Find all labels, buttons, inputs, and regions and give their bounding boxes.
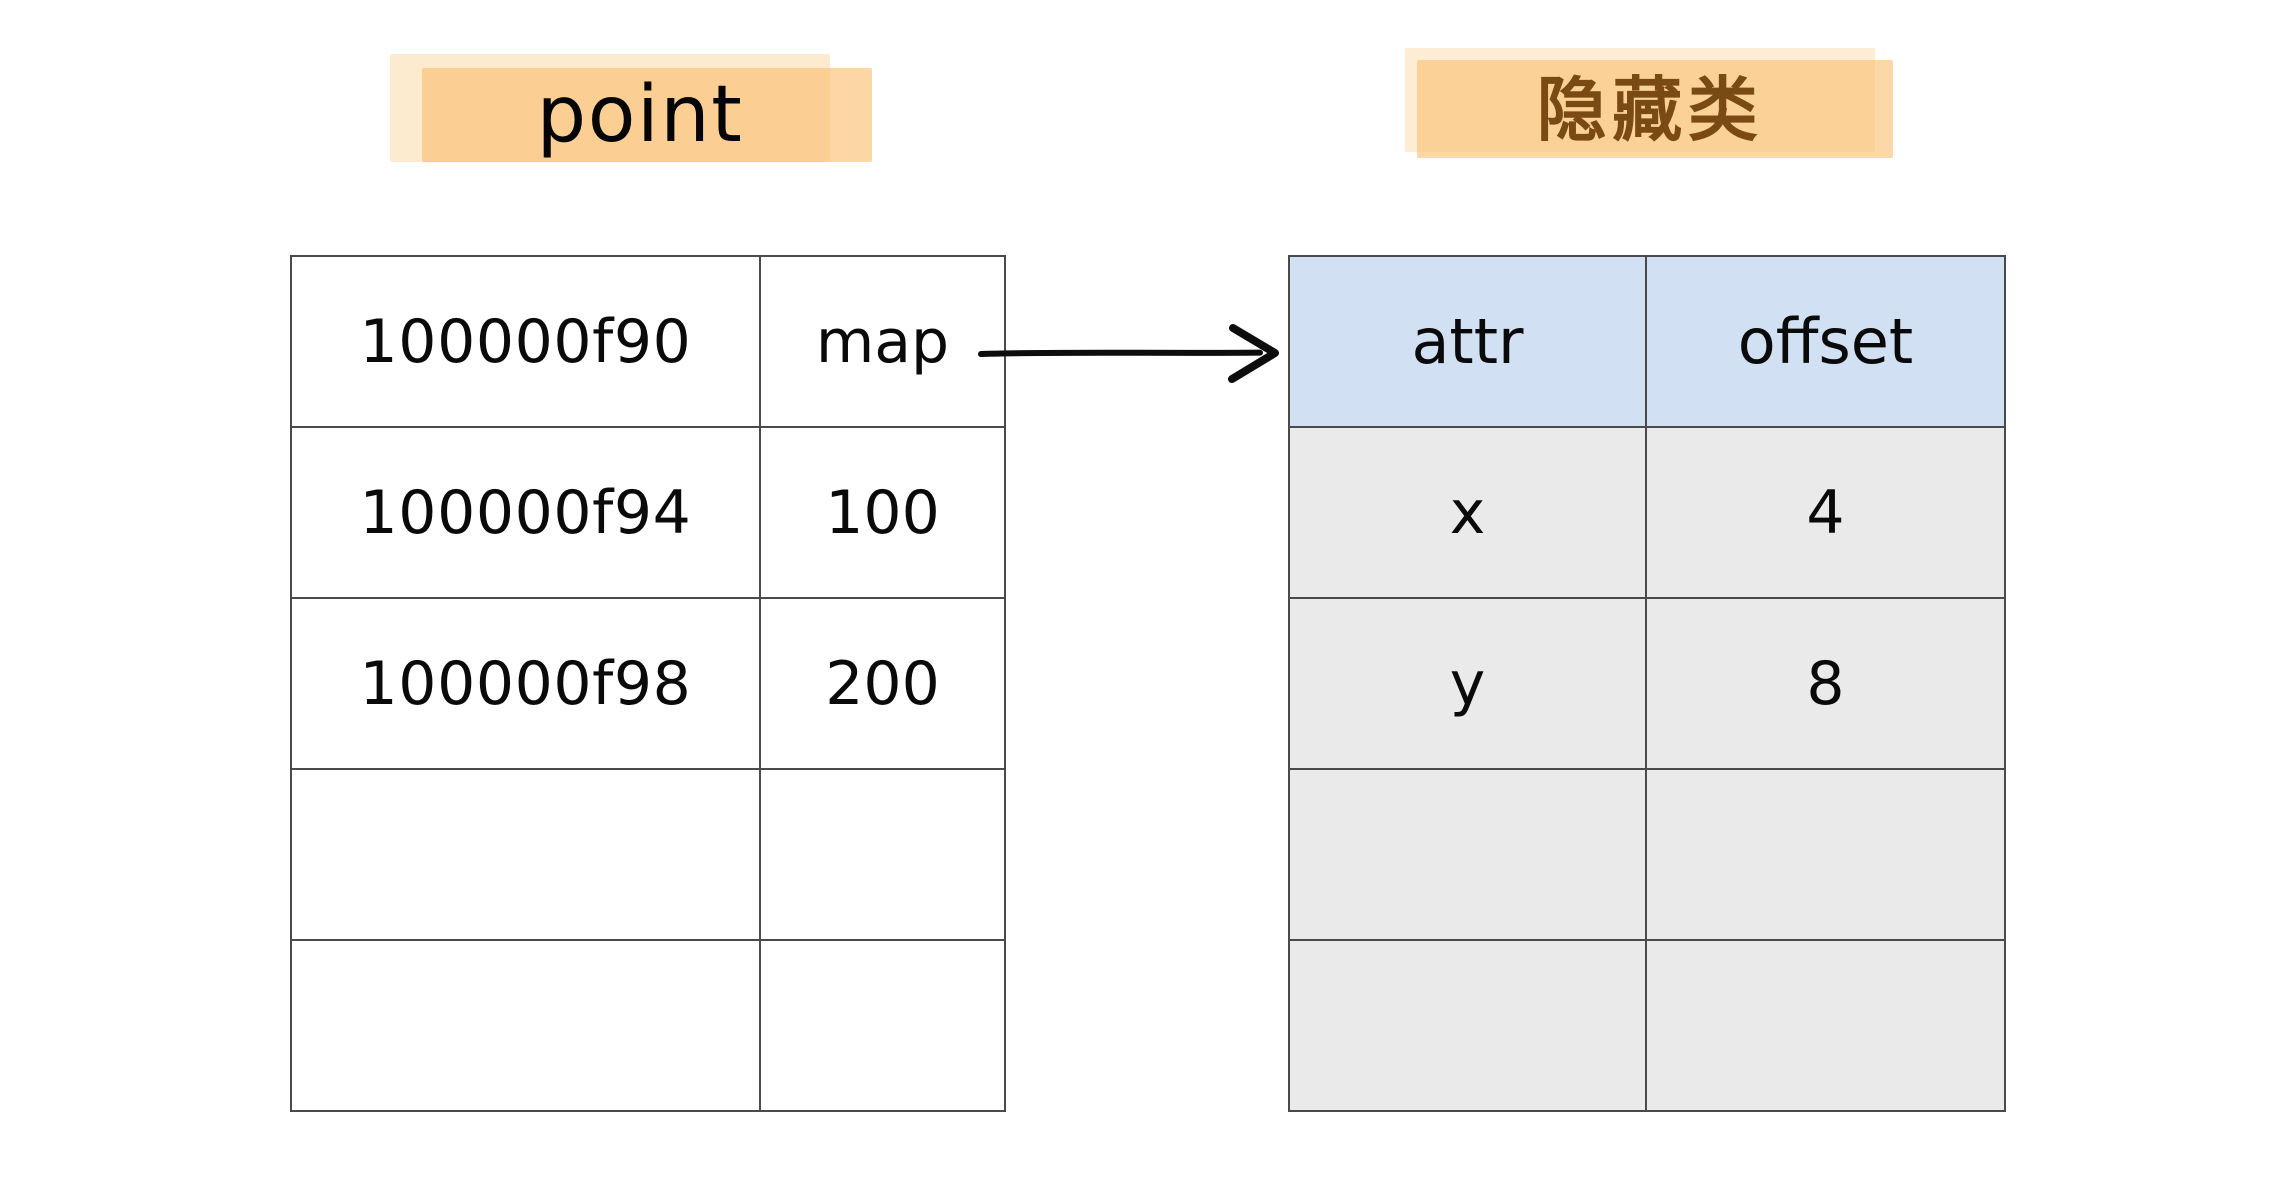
hidden-class-offset-cell [1645,768,2006,941]
hidden-class-attr-cell [1288,768,1647,941]
hidden-class-attr-cell: y [1288,597,1647,770]
hidden-class-label-group: 隐藏类 [1395,30,1915,190]
table-row: 100000f98 200 [290,597,1006,770]
hidden-class-table: attr offset x 4 y 8 [1288,255,2006,1112]
point-memory-table: 100000f90 map 100000f94 100 100000f98 20… [290,255,1006,1112]
hidden-class-offset-cell: 4 [1645,426,2006,599]
point-label-text: point [536,70,744,160]
point-address-cell [290,939,761,1112]
table-row: x 4 [1288,426,2006,599]
table-row [1288,939,2006,1112]
hidden-class-attr-cell: x [1288,426,1647,599]
point-address-cell: 100000f90 [290,255,761,428]
table-row: 100000f90 map [290,255,1006,428]
hidden-class-attr-cell [1288,939,1647,1112]
hidden-class-label-text: 隐藏类 [1536,69,1764,151]
point-address-cell: 100000f98 [290,597,761,770]
highlight-marker-front [1417,60,1893,158]
map-pointer-arrow-icon [978,324,1279,383]
point-value-cell [759,939,1006,1112]
table-row: 100000f94 100 [290,426,1006,599]
point-value-cell: map [759,255,1006,428]
point-label-group: point [390,40,910,200]
table-row [1288,768,2006,941]
table-row [290,939,1006,1112]
table-header-row: attr offset [1288,255,2006,428]
hidden-class-offset-cell [1645,939,2006,1112]
point-value-cell: 200 [759,597,1006,770]
point-value-cell [759,768,1006,941]
header-attr: attr [1288,255,1647,428]
table-row [290,768,1006,941]
highlight-marker-front [422,68,872,162]
hidden-class-offset-cell: 8 [1645,597,2006,770]
point-address-cell [290,768,761,941]
point-value-cell: 100 [759,426,1006,599]
table-row: y 8 [1288,597,2006,770]
header-offset: offset [1645,255,2006,428]
point-address-cell: 100000f94 [290,426,761,599]
